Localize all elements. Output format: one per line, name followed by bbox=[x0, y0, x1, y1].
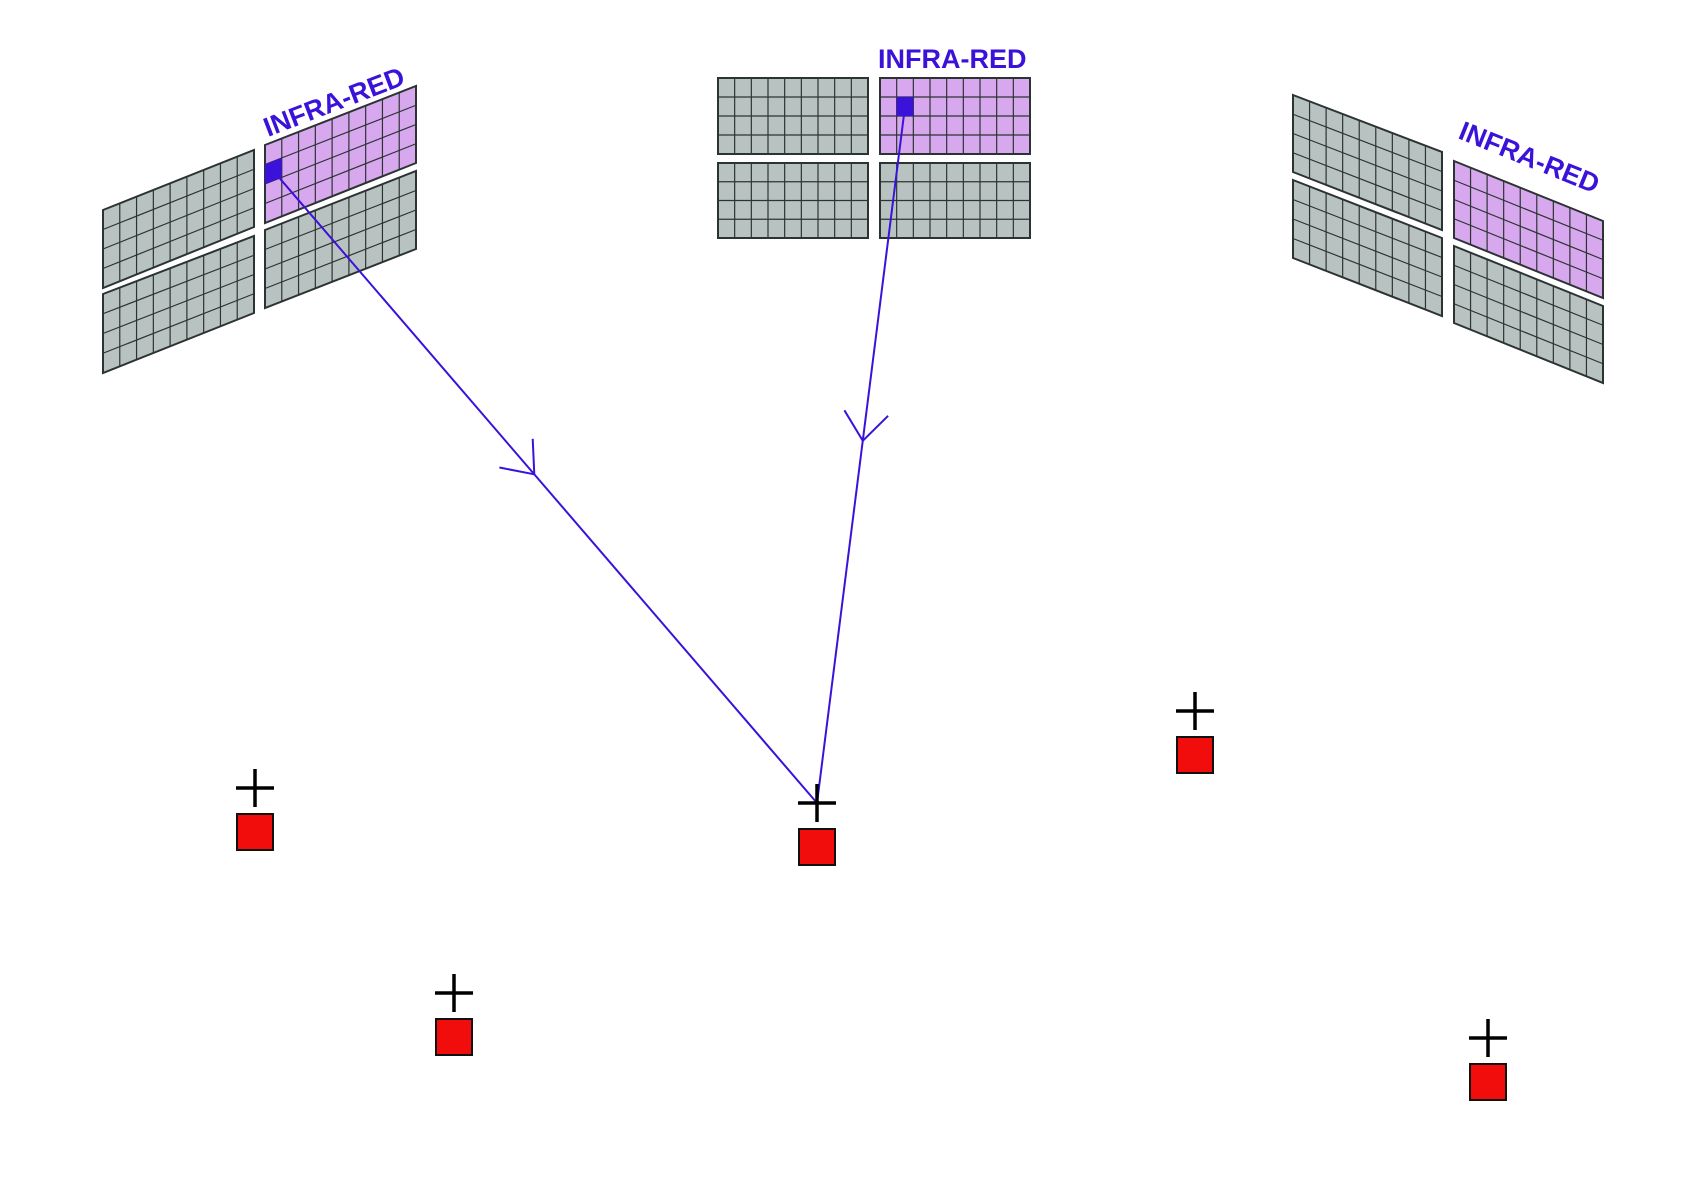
marker-5 bbox=[1469, 1019, 1507, 1101]
center-camera bbox=[717, 77, 1031, 239]
sensor-panel-bottom-left-grid bbox=[102, 242, 255, 367]
cameras-layer bbox=[102, 77, 1604, 385]
target-square bbox=[435, 1018, 473, 1056]
right-camera bbox=[1292, 93, 1604, 385]
arrowhead-icon bbox=[843, 409, 889, 443]
target-square bbox=[1469, 1063, 1507, 1101]
sensor-panel-top-left-grid bbox=[718, 78, 868, 154]
crosshair-icon bbox=[1176, 692, 1214, 730]
marker-4 bbox=[1176, 692, 1214, 774]
sensor-panel-bottom-right-grid bbox=[264, 177, 417, 302]
sensor-panel-top-left-grid bbox=[102, 156, 255, 282]
markers-layer bbox=[236, 692, 1507, 1101]
sensor-panel-bottom-right-grid bbox=[880, 163, 1030, 238]
marker-3 bbox=[435, 974, 473, 1056]
crosshair-icon bbox=[236, 769, 274, 807]
crosshair-icon bbox=[1469, 1019, 1507, 1057]
marker-2 bbox=[798, 784, 836, 866]
crosshair-icon bbox=[435, 974, 473, 1012]
target-square bbox=[1176, 736, 1214, 774]
marker-1 bbox=[236, 769, 274, 851]
ray-left-camera bbox=[272, 170, 818, 804]
sensor-panel-bottom-left-grid bbox=[718, 163, 868, 238]
ray-center-camera bbox=[816, 106, 906, 804]
sensor-panel-top-left-grid bbox=[1292, 101, 1443, 224]
infrared-sensor-panel-grid bbox=[264, 92, 417, 217]
infrared-sensor-panel-grid bbox=[1453, 167, 1604, 292]
arrowhead-icon bbox=[499, 438, 536, 476]
sensor-panel-bottom-right-grid bbox=[1453, 252, 1604, 377]
crosshair-icon bbox=[798, 784, 836, 822]
target-square bbox=[236, 813, 274, 851]
sensor-panel-bottom-left-grid bbox=[1292, 186, 1443, 310]
rays-layer bbox=[272, 106, 906, 804]
infrared-label-center: INFRA-RED bbox=[878, 44, 1027, 74]
target-square bbox=[798, 828, 836, 866]
left-camera bbox=[102, 84, 417, 375]
